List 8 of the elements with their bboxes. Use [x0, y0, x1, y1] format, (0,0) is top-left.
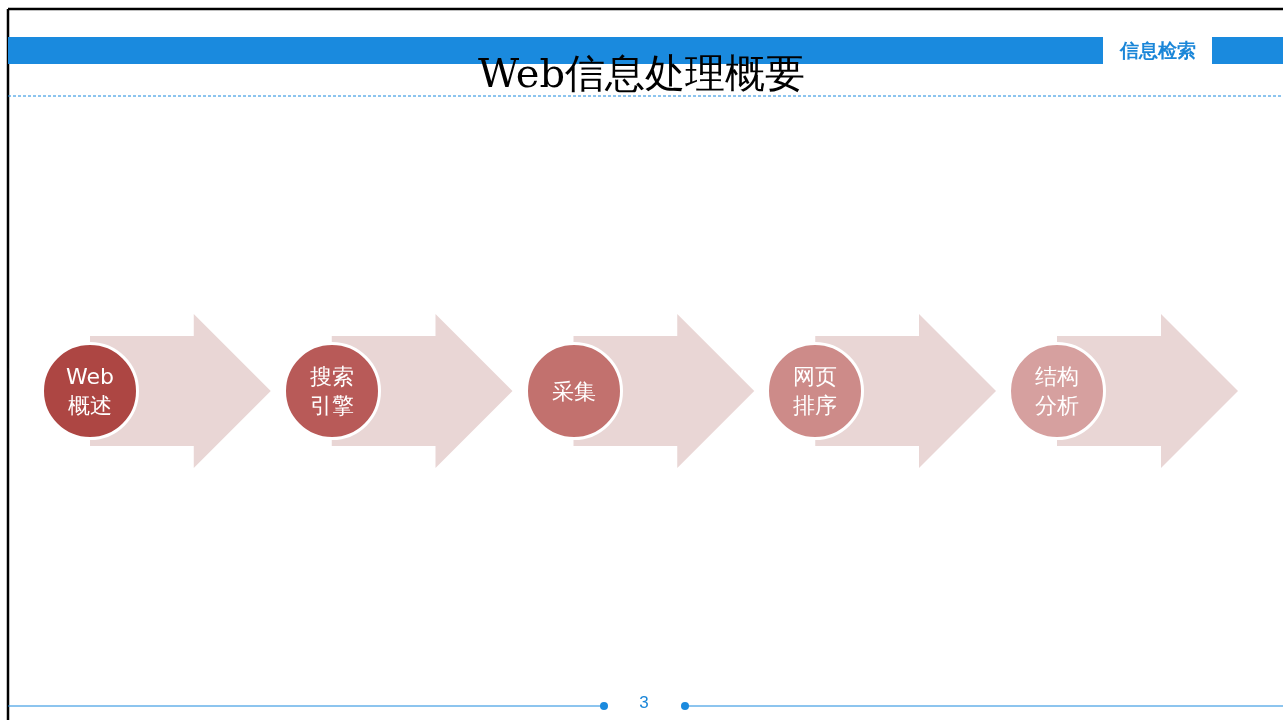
slide-title: Web信息处理概要	[477, 49, 806, 98]
step-label: Web概述	[65, 363, 115, 420]
step-label: 网页排序	[792, 363, 839, 420]
step-label: 结构分析	[1034, 363, 1080, 420]
header-tag: 信息检索	[1106, 36, 1210, 64]
step-label: 采集	[550, 377, 597, 406]
step-label: 搜索引擎	[308, 363, 355, 420]
page-number: 3	[638, 693, 650, 713]
